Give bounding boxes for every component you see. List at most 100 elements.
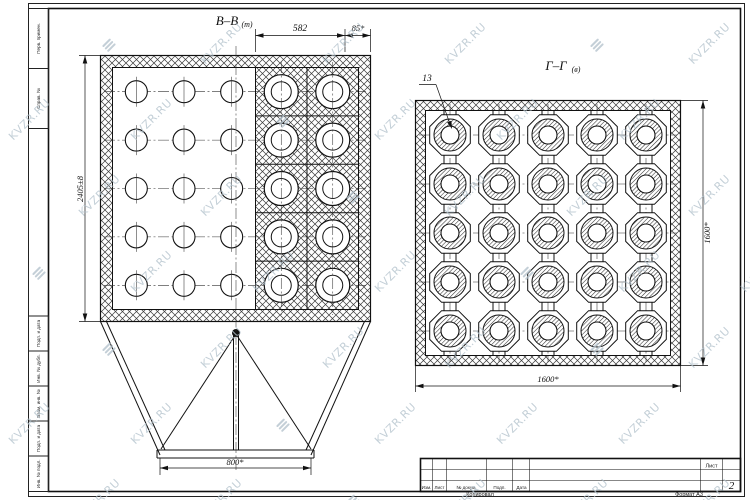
nozzle-bore <box>489 321 509 341</box>
hopper-wall <box>106 321 166 451</box>
title-block-col-label: Дата <box>516 485 527 490</box>
view-b-dim-bottom: 800* <box>227 457 245 467</box>
nozzle-bore <box>489 125 509 145</box>
side-box-label: Перв. примен. <box>36 23 41 54</box>
nozzle-bore <box>636 272 656 292</box>
watermark-logo-icon <box>346 190 360 204</box>
watermark-logo-bar <box>37 271 46 280</box>
hopper-brace <box>235 333 312 450</box>
nozzle-bore <box>587 272 607 292</box>
dim-arrow <box>160 465 168 471</box>
watermark-logo-bar <box>276 114 285 123</box>
nozzle-bore <box>636 125 656 145</box>
watermark-logo-bar <box>520 266 529 275</box>
watermark-logo-bar <box>351 195 360 204</box>
watermark-logo-bar <box>590 38 599 47</box>
watermark-logo-icon <box>102 38 116 52</box>
side-box <box>28 315 49 352</box>
view-g-part-label: 13 <box>422 74 432 84</box>
side-box-label: Подп. и дата <box>36 425 41 453</box>
watermark-logo-icon <box>32 266 46 280</box>
view-g-title: Г–Г <box>544 58 567 73</box>
nozzle-bore <box>489 223 509 243</box>
view-b-dim-top-main: 582 <box>293 24 308 34</box>
side-box-label: Инв. № дубл. <box>36 354 41 382</box>
watermark-logo-bar <box>348 497 358 500</box>
watermark-logo-icon <box>276 114 290 128</box>
view-g-title-subscript: (в) <box>572 65 581 74</box>
nozzle-bore <box>440 272 460 292</box>
nozzle-bore <box>440 174 460 194</box>
watermark-logo-bar <box>107 347 116 356</box>
sheet-outer-border <box>28 3 745 497</box>
nozzle-bore <box>636 174 656 194</box>
watermark-logo-icon <box>590 38 604 52</box>
static-labels: В–В (т) 582 85* 2405±8 800* Г–Г (в) 13 1… <box>75 13 735 498</box>
watermark-logo-bar <box>104 41 114 50</box>
title-block: Изм.Лист № докум. Подп. Дата <box>419 457 742 493</box>
dim-arrow <box>415 383 424 389</box>
watermark-logo-bar <box>348 193 358 202</box>
title-block-col-label: Подп. <box>493 485 505 490</box>
view-b <box>79 29 372 475</box>
hopper-brace <box>160 333 237 450</box>
side-box-label: Подп. и дата <box>36 320 41 348</box>
view-b-dim-height: 2405±8 <box>75 175 85 202</box>
dim-arrow <box>345 33 353 38</box>
format-label: Формат А3 <box>675 492 703 498</box>
side-box-label: Взам. инв. № <box>36 389 41 418</box>
sheet-inner-frame <box>47 7 742 493</box>
dim-arrow <box>700 100 706 109</box>
watermark-logo-bar <box>32 266 41 275</box>
watermark-logo-bar <box>281 423 290 432</box>
watermark-logo-bar <box>590 342 599 351</box>
dim-arrow <box>82 55 88 64</box>
dim-arrow <box>337 33 345 38</box>
watermark-logo-icon <box>102 342 116 356</box>
title-block-col-label: № докум. <box>456 485 476 490</box>
watermark-logo-bar <box>276 418 285 427</box>
nozzle-bore <box>440 321 460 341</box>
sheet-number: 2 <box>729 480 735 492</box>
watermark-logo-bar <box>592 345 602 354</box>
leader-line <box>435 84 451 125</box>
nozzle-bore <box>440 223 460 243</box>
watermark-logo-icon <box>346 494 360 500</box>
watermark-logo-bar <box>102 342 111 351</box>
side-box-label: Инв. № подл. <box>36 459 41 488</box>
watermark-logo-icon <box>520 266 534 280</box>
watermark-logo-bar <box>278 421 288 430</box>
watermark-logo-icon <box>276 418 290 432</box>
title-block-col-label: Лист <box>435 485 446 490</box>
view-g <box>414 84 708 392</box>
nozzle-bore <box>538 321 558 341</box>
nozzle-bore <box>587 223 607 243</box>
title-block-border <box>419 457 742 493</box>
view-b-title-subscript: (т) <box>241 20 252 29</box>
watermark-logo-bar <box>278 117 288 126</box>
dim-arrow <box>362 33 371 38</box>
watermark-logo-bar <box>595 43 604 52</box>
nozzle-bore <box>538 174 558 194</box>
watermark-logo-bar <box>595 347 604 356</box>
title-block-col-label: Изм. <box>422 485 432 490</box>
hopper-wall <box>305 321 365 451</box>
watermark-logo-bar <box>104 345 114 354</box>
watermark-logo-bar <box>346 190 355 199</box>
watermark-logo-bar <box>34 269 44 278</box>
nozzle-bore <box>587 321 607 341</box>
dim-arrow <box>255 33 264 38</box>
dim-arrow <box>700 357 706 366</box>
nozzle-bore <box>538 125 558 145</box>
nozzle-bore <box>587 125 607 145</box>
view-g-dim-right: 1600* <box>702 222 712 244</box>
hopper-wall <box>310 321 371 456</box>
nozzle-bore <box>587 174 607 194</box>
watermark-logo-bar <box>525 271 534 280</box>
nozzle-bore <box>538 272 558 292</box>
watermark-logo-bar <box>522 269 532 278</box>
side-box-label: Справ. № <box>36 88 41 109</box>
